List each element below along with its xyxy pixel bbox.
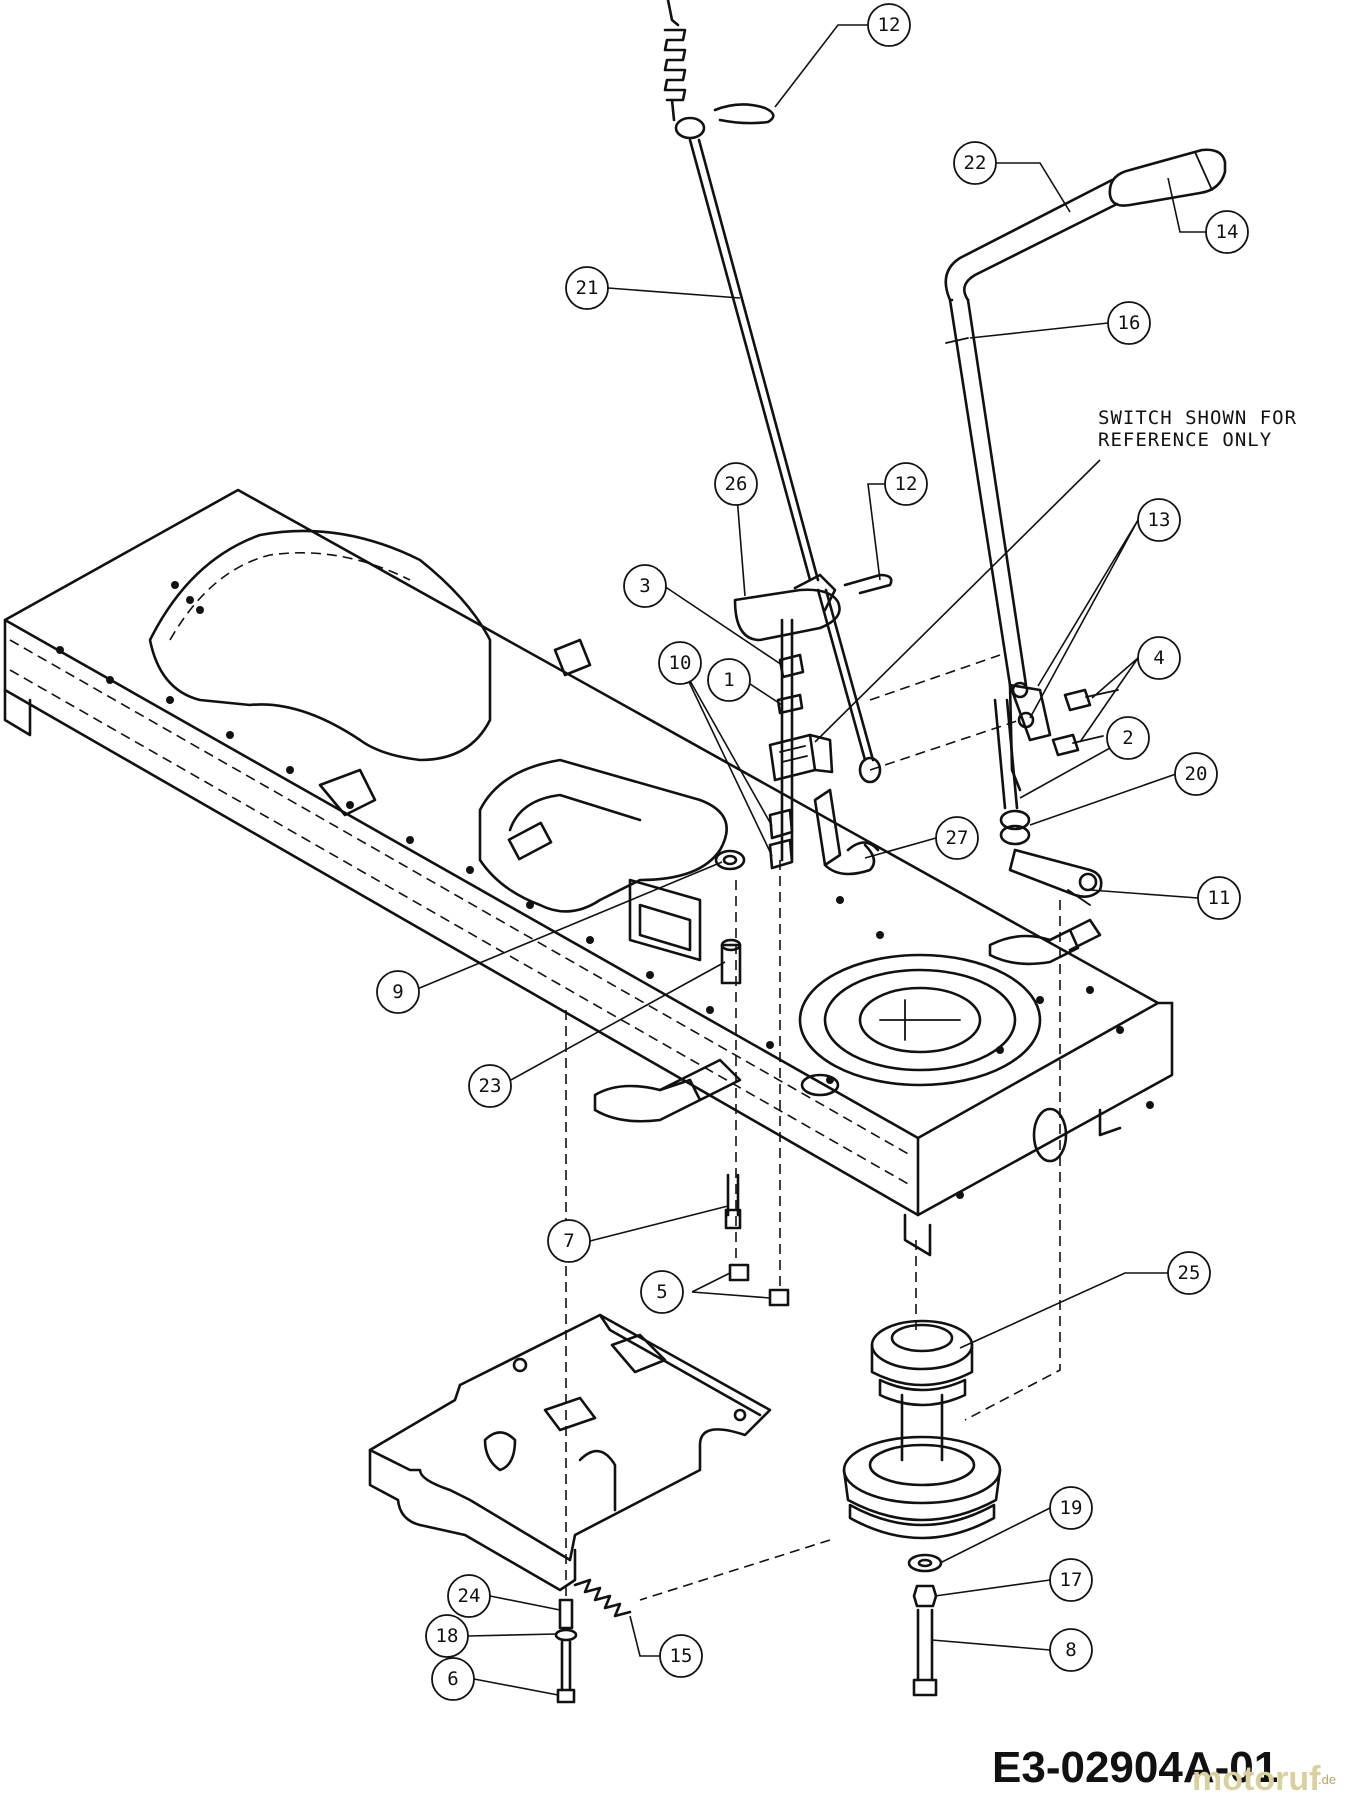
svg-text:9: 9 <box>392 981 403 1003</box>
callout-23: 23 <box>468 1064 512 1108</box>
callout-20: 20 <box>1174 752 1218 796</box>
svg-text:7: 7 <box>563 1230 574 1252</box>
callout-2: 2 <box>1106 716 1150 760</box>
callout-25: 25 <box>1167 1251 1211 1295</box>
svg-text:12: 12 <box>895 473 918 495</box>
pivot-parts <box>714 849 746 985</box>
callout-12-middle: 12 <box>884 462 928 506</box>
frame-assembly <box>3 488 1174 1257</box>
callout-16: 16 <box>1107 301 1151 345</box>
callout-8: 8 <box>1049 1628 1093 1672</box>
callout-1: 1 <box>707 658 751 702</box>
callout-leaders <box>409 24 1206 1696</box>
callout-11: 11 <box>1197 876 1241 920</box>
frame-holes <box>56 581 1154 1199</box>
callout-22: 22 <box>953 141 997 185</box>
lift-handle-assembly <box>944 148 1227 906</box>
svg-text:4: 4 <box>1153 647 1164 669</box>
callout-19: 19 <box>1049 1486 1093 1530</box>
svg-text:12: 12 <box>878 14 901 36</box>
callout-4: 4 <box>1137 636 1181 680</box>
svg-text:10: 10 <box>669 652 692 674</box>
callout-9: 9 <box>376 970 420 1014</box>
svg-text:23: 23 <box>479 1075 502 1097</box>
callout-6: 6 <box>431 1657 475 1701</box>
callout-10: 10 <box>658 641 702 685</box>
clutch-rod-assembly <box>663 0 893 784</box>
watermark-suffix: .de <box>1318 1772 1336 1787</box>
callout-21: 21 <box>565 266 609 310</box>
watermark-brand: motoruf <box>1192 1760 1321 1798</box>
callout-26: 26 <box>714 462 758 506</box>
diagram-reference-code: E3-02904A-01 <box>992 1743 1278 1792</box>
callout-24: 24 <box>447 1574 491 1618</box>
watermark-logo: motoruf .de <box>1192 1760 1336 1798</box>
svg-text:1: 1 <box>723 669 734 691</box>
svg-text:5: 5 <box>656 1281 667 1303</box>
svg-text:2: 2 <box>1122 727 1133 749</box>
callout-5: 5 <box>640 1270 684 1314</box>
svg-text:20: 20 <box>1185 763 1208 785</box>
callout-18: 18 <box>425 1614 469 1658</box>
callout-12-top: 12 <box>867 3 911 47</box>
svg-text:22: 22 <box>964 152 987 174</box>
callout-bubbles: 12 22 14 21 16 12 26 13 <box>376 3 1249 1701</box>
callout-15: 15 <box>659 1634 703 1678</box>
note-line-1: SWITCH SHOWN FOR <box>1098 407 1297 429</box>
svg-text:18: 18 <box>436 1625 459 1647</box>
svg-text:16: 16 <box>1118 312 1141 334</box>
svg-text:17: 17 <box>1060 1569 1083 1591</box>
reference-note: SWITCH SHOWN FOR REFERENCE ONLY <box>814 407 1297 743</box>
svg-text:21: 21 <box>576 277 599 299</box>
svg-text:3: 3 <box>639 575 650 597</box>
svg-text:25: 25 <box>1178 1262 1201 1284</box>
callout-17: 17 <box>1049 1558 1093 1602</box>
svg-text:19: 19 <box>1060 1497 1083 1519</box>
svg-text:14: 14 <box>1216 221 1239 243</box>
callout-13: 13 <box>1137 498 1181 542</box>
svg-text:13: 13 <box>1148 509 1171 531</box>
svg-text:11: 11 <box>1208 887 1231 909</box>
svg-text:15: 15 <box>670 1645 693 1667</box>
svg-text:27: 27 <box>946 827 969 849</box>
callout-7: 7 <box>547 1219 591 1263</box>
svg-text:8: 8 <box>1065 1639 1076 1661</box>
alignment-lines <box>565 654 1061 1601</box>
callout-14: 14 <box>1205 210 1249 254</box>
svg-text:26: 26 <box>725 473 748 495</box>
svg-text:24: 24 <box>458 1585 481 1607</box>
note-line-2: REFERENCE ONLY <box>1098 429 1272 451</box>
svg-text:6: 6 <box>447 1668 458 1690</box>
switch-assembly <box>768 618 880 876</box>
callout-27: 27 <box>935 816 979 860</box>
callout-3: 3 <box>623 564 667 608</box>
pulley-assembly <box>842 1319 1002 1697</box>
